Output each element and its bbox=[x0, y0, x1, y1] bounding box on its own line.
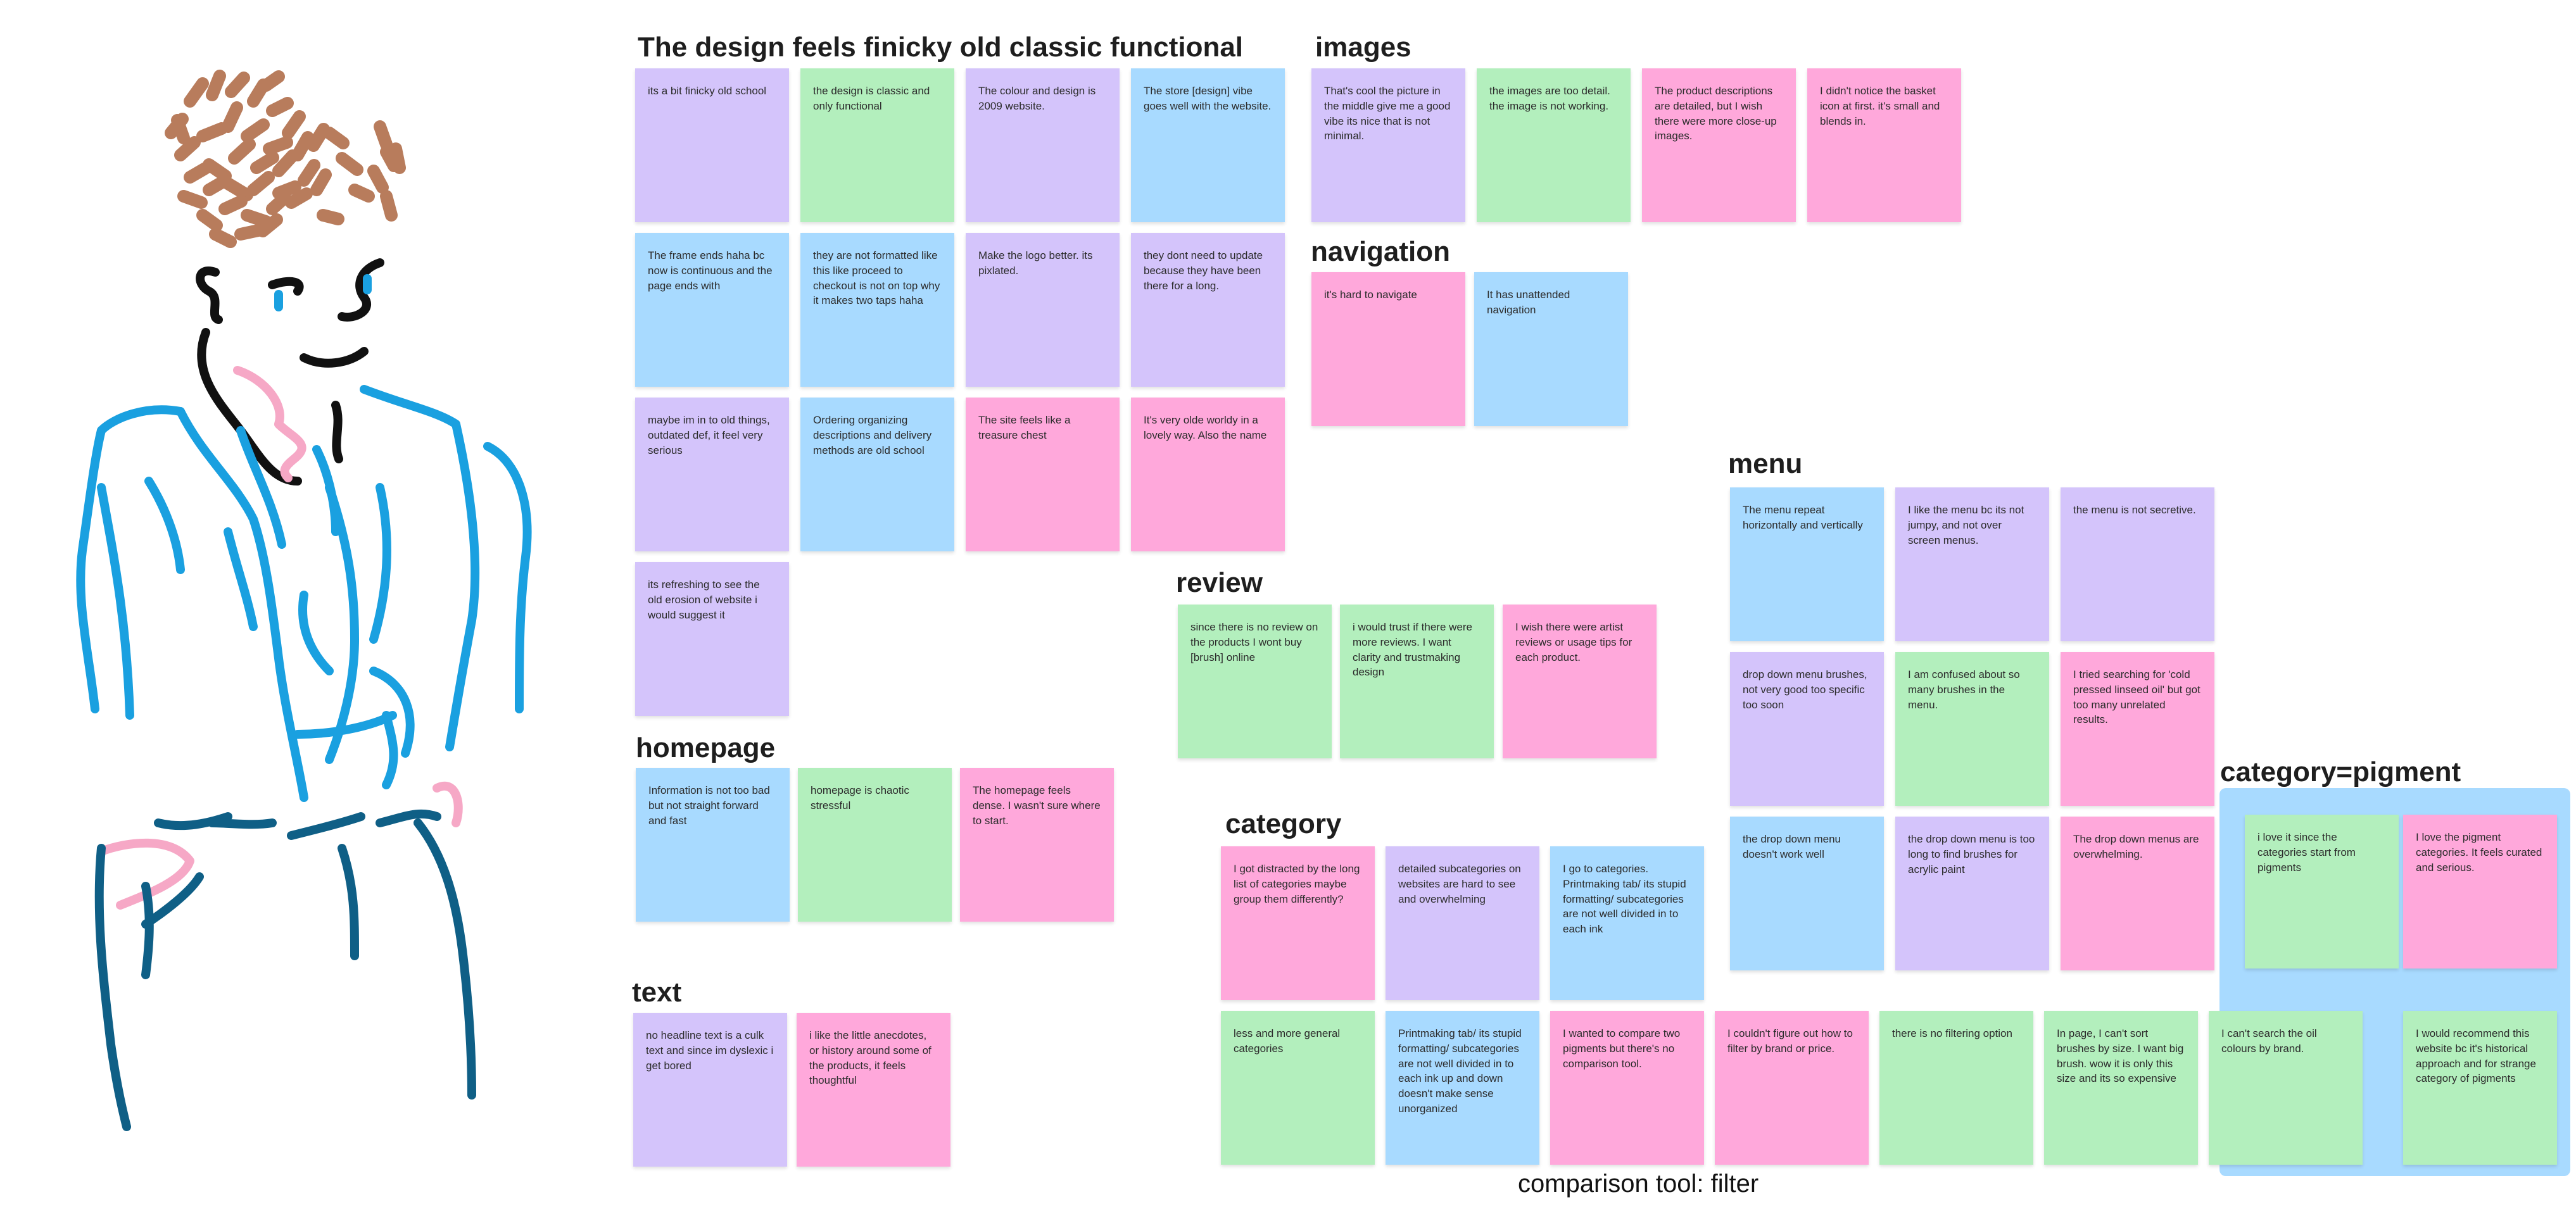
heading-design-feels: The design feels finicky old classic fun… bbox=[638, 32, 1243, 63]
sticky-note-category[interactable]: there is no filtering option bbox=[1879, 1011, 2033, 1165]
comparison-tool-caption: comparison tool: filter bbox=[1518, 1170, 1758, 1198]
sticky-note-menu[interactable]: The menu repeat horizontally and vertica… bbox=[1730, 487, 1884, 641]
heading-images: images bbox=[1315, 32, 1411, 63]
sticky-note-text[interactable]: no headline text is a culk text and sinc… bbox=[633, 1013, 787, 1167]
sticky-note-homepage[interactable]: homepage is chaotic stressful bbox=[798, 768, 952, 922]
sticky-note-menu[interactable]: I am confused about so many brushes in t… bbox=[1895, 652, 2049, 806]
sticky-note-design[interactable]: they dont need to update because they ha… bbox=[1131, 233, 1285, 387]
sticky-note-category[interactable]: I can't search the oil colours by brand. bbox=[2209, 1011, 2363, 1165]
sticky-note-category[interactable]: In page, I can't sort brushes by size. I… bbox=[2044, 1011, 2198, 1165]
sticky-note-design[interactable]: they are not formatted like this like pr… bbox=[800, 233, 954, 387]
sticky-note-navigation[interactable]: It has unattended navigation bbox=[1474, 272, 1628, 426]
sticky-note-images[interactable]: The product descriptions are detailed, b… bbox=[1642, 68, 1796, 222]
sketch-trousers bbox=[99, 814, 472, 1127]
sticky-note-homepage[interactable]: Information is not too bad but not strai… bbox=[636, 768, 790, 922]
sticky-note-navigation[interactable]: it's hard to navigate bbox=[1311, 272, 1465, 426]
sketch-hair bbox=[171, 76, 400, 242]
sticky-note-design[interactable]: Make the logo better. its pixlated. bbox=[966, 233, 1120, 387]
sticky-note-menu[interactable]: the drop down menu is too long to find b… bbox=[1895, 817, 2049, 970]
sticky-note-category[interactable]: detailed subcategories on websites are h… bbox=[1386, 846, 1539, 1000]
sticky-note-design[interactable]: the design is classic and only functiona… bbox=[800, 68, 954, 222]
sticky-note-design[interactable]: Ordering organizing descriptions and del… bbox=[800, 398, 954, 551]
sticky-note-images[interactable]: I didn't notice the basket icon at first… bbox=[1807, 68, 1961, 222]
sticky-note-menu[interactable]: I tried searching for 'cold pressed lins… bbox=[2061, 652, 2214, 806]
heading-navigation: navigation bbox=[1311, 236, 1450, 268]
sketch-face bbox=[200, 263, 380, 481]
heading-review: review bbox=[1176, 567, 1263, 599]
sticky-note-review[interactable]: i would trust if there were more reviews… bbox=[1340, 605, 1494, 758]
sticky-note-images[interactable]: the images are too detail. the image is … bbox=[1477, 68, 1631, 222]
sticky-note-review[interactable]: since there is no review on the products… bbox=[1178, 605, 1332, 758]
sticky-note-images[interactable]: That's cool the picture in the middle gi… bbox=[1311, 68, 1465, 222]
sticky-note-menu[interactable]: drop down menu brushes, not very good to… bbox=[1730, 652, 1884, 806]
sticky-note-design[interactable]: The site feels like a treasure chest bbox=[966, 398, 1120, 551]
sticky-note-category[interactable]: I wanted to compare two pigments but the… bbox=[1550, 1011, 1704, 1165]
sticky-note-category[interactable]: I go to categories. Printmaking tab/ its… bbox=[1550, 846, 1704, 1000]
sticky-note-category[interactable]: less and more general categories bbox=[1221, 1011, 1375, 1165]
person-sketch-illustration bbox=[0, 0, 570, 1216]
heading-homepage: homepage bbox=[636, 732, 775, 764]
sticky-note-design[interactable]: maybe im in to old things, outdated def,… bbox=[635, 398, 789, 551]
sticky-note-design[interactable]: The colour and design is 2009 website. bbox=[966, 68, 1120, 222]
sticky-note-design[interactable]: its a bit finicky old school bbox=[635, 68, 789, 222]
sticky-note-design[interactable]: The frame ends haha bc now is continuous… bbox=[635, 233, 789, 387]
heading-category: category bbox=[1225, 808, 1341, 840]
sticky-note-category-pigment[interactable]: I love the pigment categories. It feels … bbox=[2403, 815, 2557, 968]
sticky-note-design[interactable]: The store [design] vibe goes well with t… bbox=[1131, 68, 1285, 222]
sticky-note-category[interactable]: I got distracted by the long list of cat… bbox=[1221, 846, 1375, 1000]
sticky-note-menu[interactable]: The drop down menus are overwhelming. bbox=[2061, 817, 2214, 970]
sticky-note-homepage[interactable]: The homepage feels dense. I wasn't sure … bbox=[960, 768, 1114, 922]
sticky-note-design[interactable]: It's very olde worldy in a lovely way. A… bbox=[1131, 398, 1285, 551]
sticky-note-category-pigment[interactable]: i love it since the categories start fro… bbox=[2245, 815, 2399, 968]
heading-category-pigment: category=pigment bbox=[2220, 756, 2461, 788]
sticky-note-category-pigment[interactable]: I would recommend this website bc it's h… bbox=[2403, 1011, 2557, 1165]
sticky-note-review[interactable]: I wish there were artist reviews or usag… bbox=[1503, 605, 1657, 758]
sticky-note-category[interactable]: I couldn't figure out how to filter by b… bbox=[1715, 1011, 1869, 1165]
heading-menu: menu bbox=[1728, 448, 1802, 480]
sticky-note-design[interactable]: its refreshing to see the old erosion of… bbox=[635, 562, 789, 716]
sticky-note-menu[interactable]: I like the menu bc its not jumpy, and no… bbox=[1895, 487, 2049, 641]
sticky-note-text[interactable]: i like the little anecdotes, or history … bbox=[797, 1013, 950, 1167]
heading-text: text bbox=[632, 977, 681, 1008]
sticky-note-category[interactable]: Printmaking tab/ its stupid formatting/ … bbox=[1386, 1011, 1539, 1165]
sticky-note-menu[interactable]: the menu is not secretive. bbox=[2061, 487, 2214, 641]
sticky-note-menu[interactable]: the drop down menu doesn't work well bbox=[1730, 817, 1884, 970]
